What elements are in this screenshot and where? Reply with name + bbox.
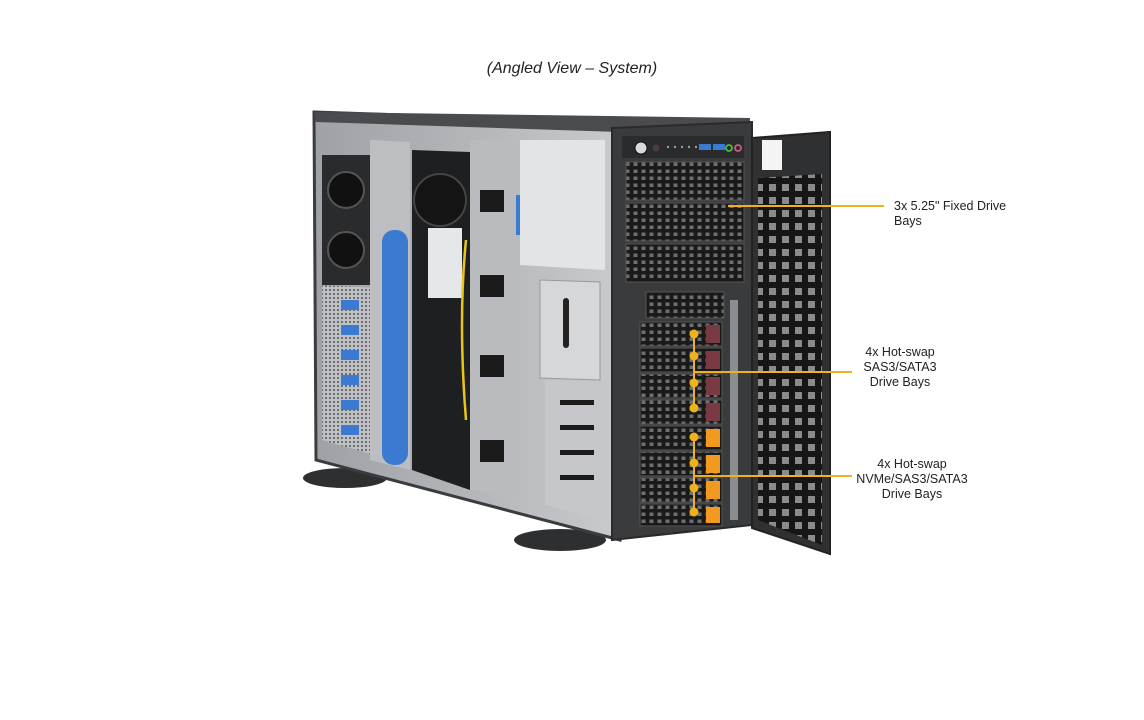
callout-lines (689, 205, 884, 517)
fixed-drive-bays (625, 161, 745, 283)
callout-sata-bays: 4x Hot-swap SAS3/SATA3 Drive Bays (852, 345, 948, 390)
hotswap-sata-bays (639, 321, 723, 425)
callout-line: 3x 5.25" Fixed Drive (894, 199, 1007, 213)
front-bezel (611, 120, 753, 542)
callout-line: Drive Bays (881, 487, 943, 501)
callout-line: Drive Bays (869, 375, 931, 389)
callout-nvme-bays: 4x Hot-swap NVMe/SAS3/SATA3 Drive Bays (852, 457, 972, 502)
front-door (751, 130, 831, 556)
hotswap-nvme-bays (639, 425, 723, 527)
chassis-side-open (312, 110, 750, 542)
callout-line: 4x Hot-swap (877, 457, 947, 471)
front-control-panel (622, 136, 744, 158)
callout-fixed-drive-bays: 3x 5.25" Fixed Drive Bays (894, 199, 1006, 229)
callout-line: NVMe/SAS3/SATA3 (856, 472, 968, 486)
callout-line: 4x Hot-swap (865, 345, 935, 359)
callout-line: SAS3/SATA3 (863, 360, 937, 374)
figure-caption: (Angled View – System) (486, 60, 658, 77)
callout-line: Bays (894, 214, 922, 228)
